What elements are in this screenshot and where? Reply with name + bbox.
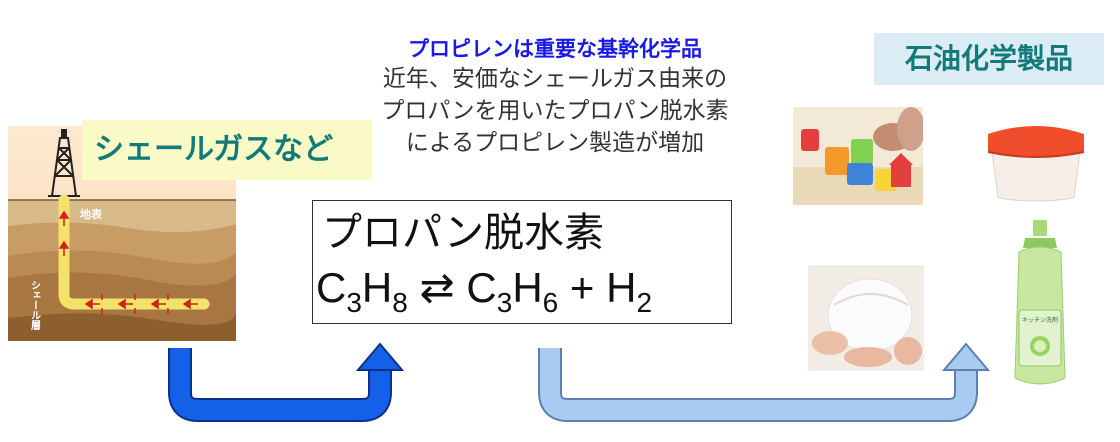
- petrochemical-products-label: 石油化学製品: [874, 33, 1104, 85]
- detergent-label: キッチン洗剤: [1022, 316, 1058, 324]
- description: 近年、安価なシェールガス由来の プロパンを用いたプロパン脱水素 によるプロピレン…: [381, 66, 729, 156]
- diaper-baby-image: [808, 265, 924, 371]
- reaction-name: プロパン脱水素: [322, 210, 604, 256]
- headline: プロピレンは重要な基幹化学品: [408, 37, 702, 61]
- surface-label: 地表: [80, 207, 103, 221]
- dish-detergent-bottle-image: キッチン洗剤: [1005, 218, 1075, 393]
- equilibrium-arrow: ⇄: [419, 264, 455, 311]
- reaction-equation: C3H8 ⇄ C3H6 + H2: [316, 264, 653, 318]
- food-container-image: [982, 112, 1090, 207]
- shale-to-reaction-arrow: [168, 342, 405, 422]
- toy-blocks-image: [793, 107, 923, 205]
- shale-layer-label: シェール層: [29, 280, 41, 331]
- reaction-to-products-arrow: [538, 342, 991, 422]
- shale-gas-label: シェールガスなど: [82, 120, 372, 180]
- reaction-box: [312, 200, 732, 324]
